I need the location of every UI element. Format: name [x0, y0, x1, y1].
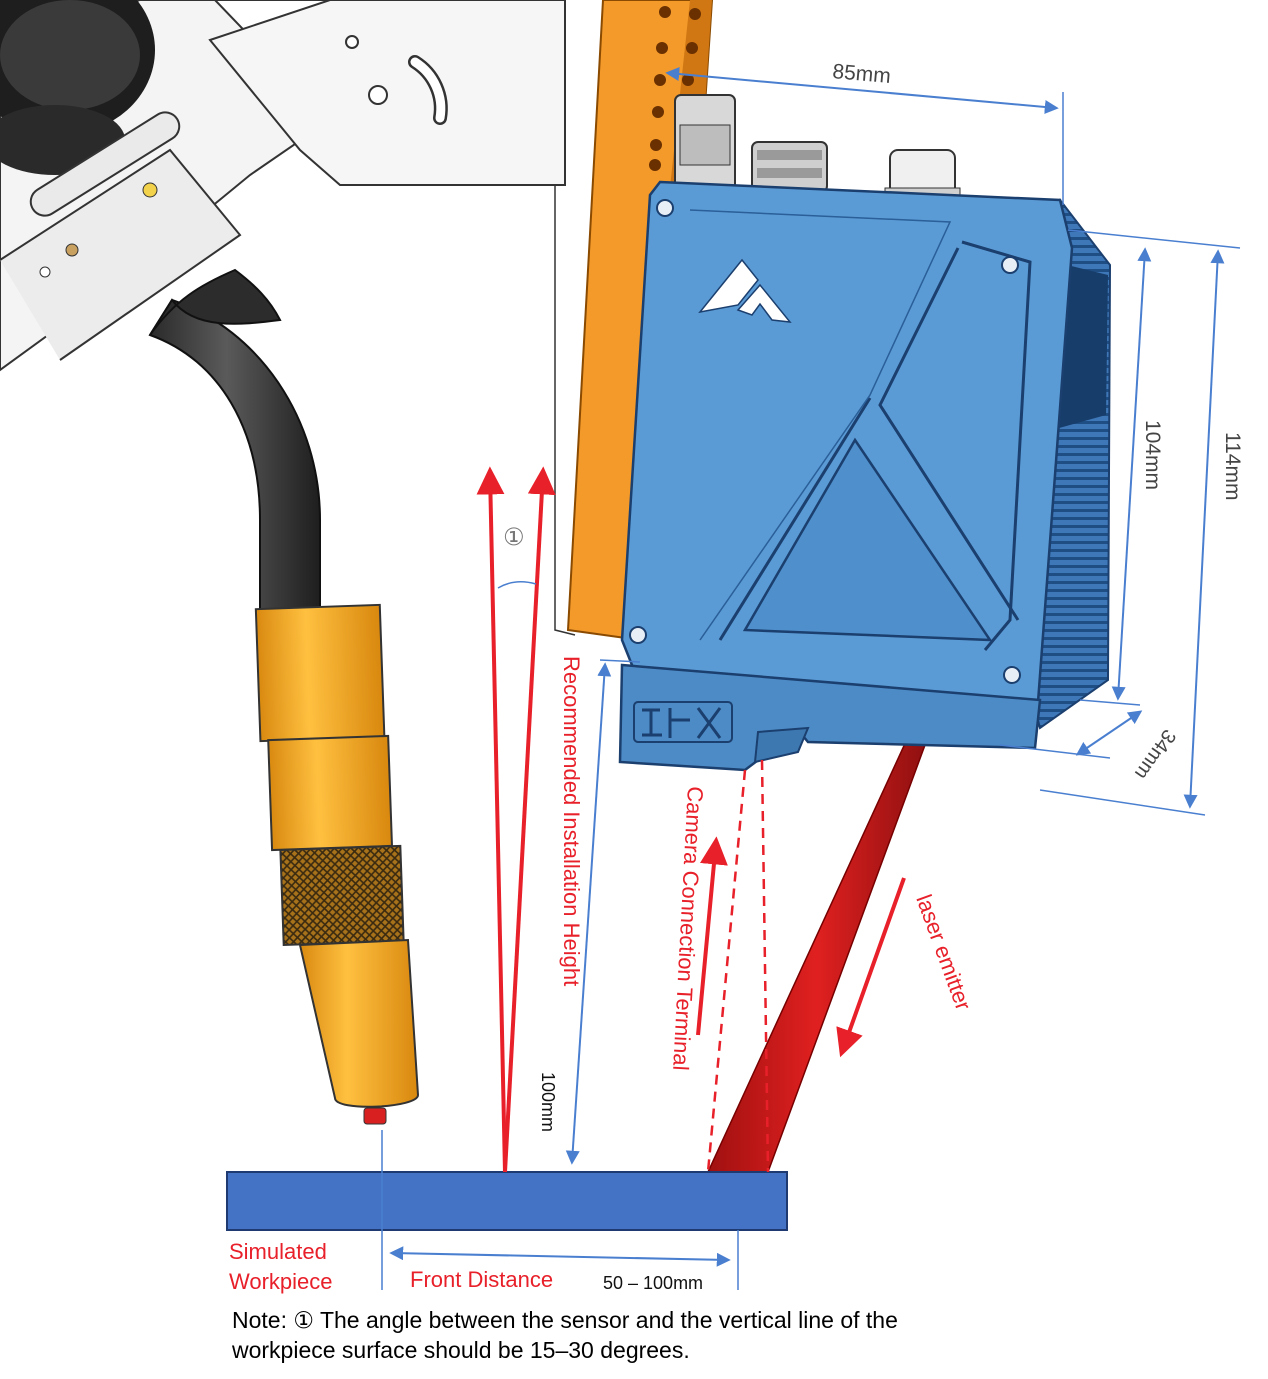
total-height-dimension-arrow: [1183, 249, 1225, 809]
air-fitting: [674, 94, 736, 191]
camera-connector: [751, 141, 828, 193]
angle-arc: [497, 581, 537, 589]
note-line-2: workpiece surface should be 15–30 degree…: [232, 1337, 690, 1363]
laser-emitter-arrow: [836, 877, 906, 1058]
front-distance-value: 50 – 100mm: [603, 1273, 703, 1293]
robot-wrist: [0, 0, 561, 372]
welding-torch: [148, 268, 420, 1125]
mountain-peaks-logo: [698, 258, 792, 323]
laser-beam: [706, 735, 926, 1173]
simulated-workpiece: [226, 1171, 788, 1231]
depth-dimension-arrow: [1075, 710, 1143, 756]
simulated-workpiece-label-line1: Simulated: [229, 1239, 327, 1264]
camera-terminal-label: Camera Connection Terminal: [668, 786, 708, 1071]
install-height-dimension-arrow: [565, 662, 612, 1165]
camera-terminal-arrow: [696, 836, 728, 1036]
total-height-dimension-label: 114mm: [1221, 432, 1244, 500]
sensor-axis-arrow: [503, 466, 556, 1173]
laser-emitter-label: laser emitter: [911, 891, 976, 1013]
installation-note: Note: ① The angle between the sensor and…: [232, 1305, 1092, 1365]
angle-marker-label: ①: [503, 524, 525, 551]
body-height-dimension-arrow: [1111, 247, 1152, 701]
body-height-dimension-label: 104mm: [1141, 420, 1164, 490]
front-distance-dimension-arrow: [389, 1246, 731, 1267]
note-line-1: Note: ① The angle between the sensor and…: [232, 1307, 898, 1333]
width-dimension-arrow: [665, 67, 1059, 114]
simulated-workpiece-label-line2: Workpiece: [229, 1269, 333, 1294]
width-dimension-label: 85mm: [832, 60, 892, 88]
mounting-plate: [208, 0, 576, 636]
install-height-value: 100mm: [538, 1072, 558, 1132]
brand-characters-mark: [633, 701, 733, 743]
front-distance-label: Front Distance: [410, 1267, 553, 1292]
recommended-height-label: Recommended Installation Height: [559, 656, 584, 986]
vertical-reference-arrow: [476, 466, 507, 1173]
dimension-lines: [381, 92, 1241, 1290]
laser-sensor: [618, 94, 1112, 772]
depth-dimension-label: 34mm: [1130, 725, 1180, 783]
camera-fov-lines: [706, 759, 770, 1173]
